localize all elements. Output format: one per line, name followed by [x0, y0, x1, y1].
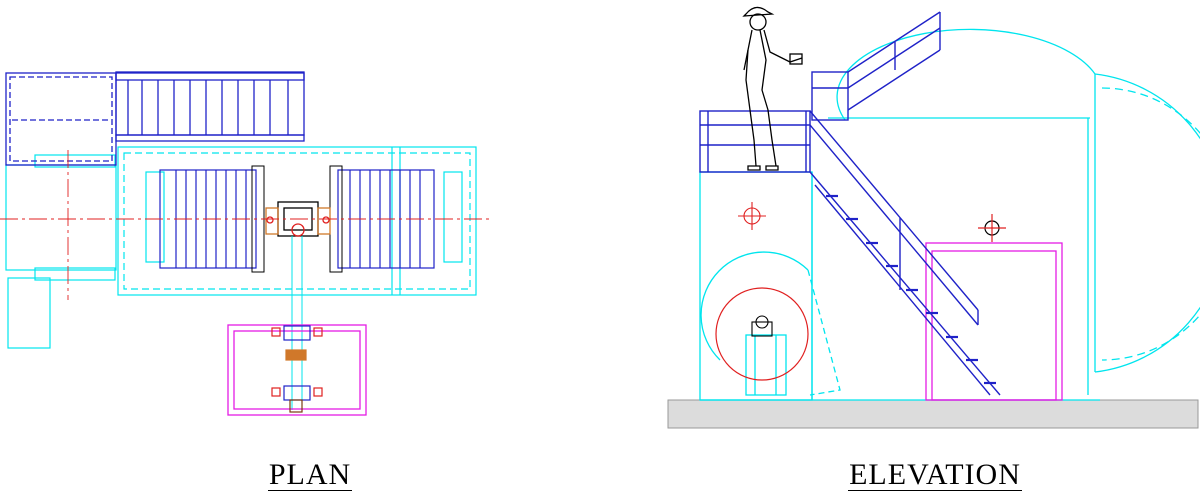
- plan-pit: [227, 324, 367, 416]
- elevation-target-right: [978, 214, 1006, 242]
- upper-handrail: [847, 11, 941, 111]
- plan-shaft: [291, 236, 303, 410]
- elevation-view: [667, 6, 1200, 429]
- ground-slab: [667, 399, 1199, 429]
- plan-main-frame: [117, 146, 477, 296]
- motor: [751, 315, 773, 337]
- elevation-pit: [925, 242, 1063, 401]
- stair-treads: [826, 194, 996, 385]
- drive-pulley: [715, 287, 809, 381]
- elevation-caption: ELEVATION: [800, 458, 1070, 494]
- platform-railing: [699, 71, 849, 173]
- elevation-label: ELEVATION: [848, 458, 1022, 491]
- plan-view: [0, 71, 492, 416]
- plan-left-housing: [5, 154, 117, 349]
- stair-stringer: [809, 110, 1001, 396]
- plan-caption: PLAN: [230, 458, 390, 494]
- plan-platform: [5, 71, 305, 166]
- elevation-target-left: [738, 202, 766, 230]
- plan-label: PLAN: [267, 458, 353, 491]
- plan-pit-components: [271, 325, 323, 413]
- worker-figure: [742, 6, 803, 171]
- plan-centerlines: [0, 150, 492, 300]
